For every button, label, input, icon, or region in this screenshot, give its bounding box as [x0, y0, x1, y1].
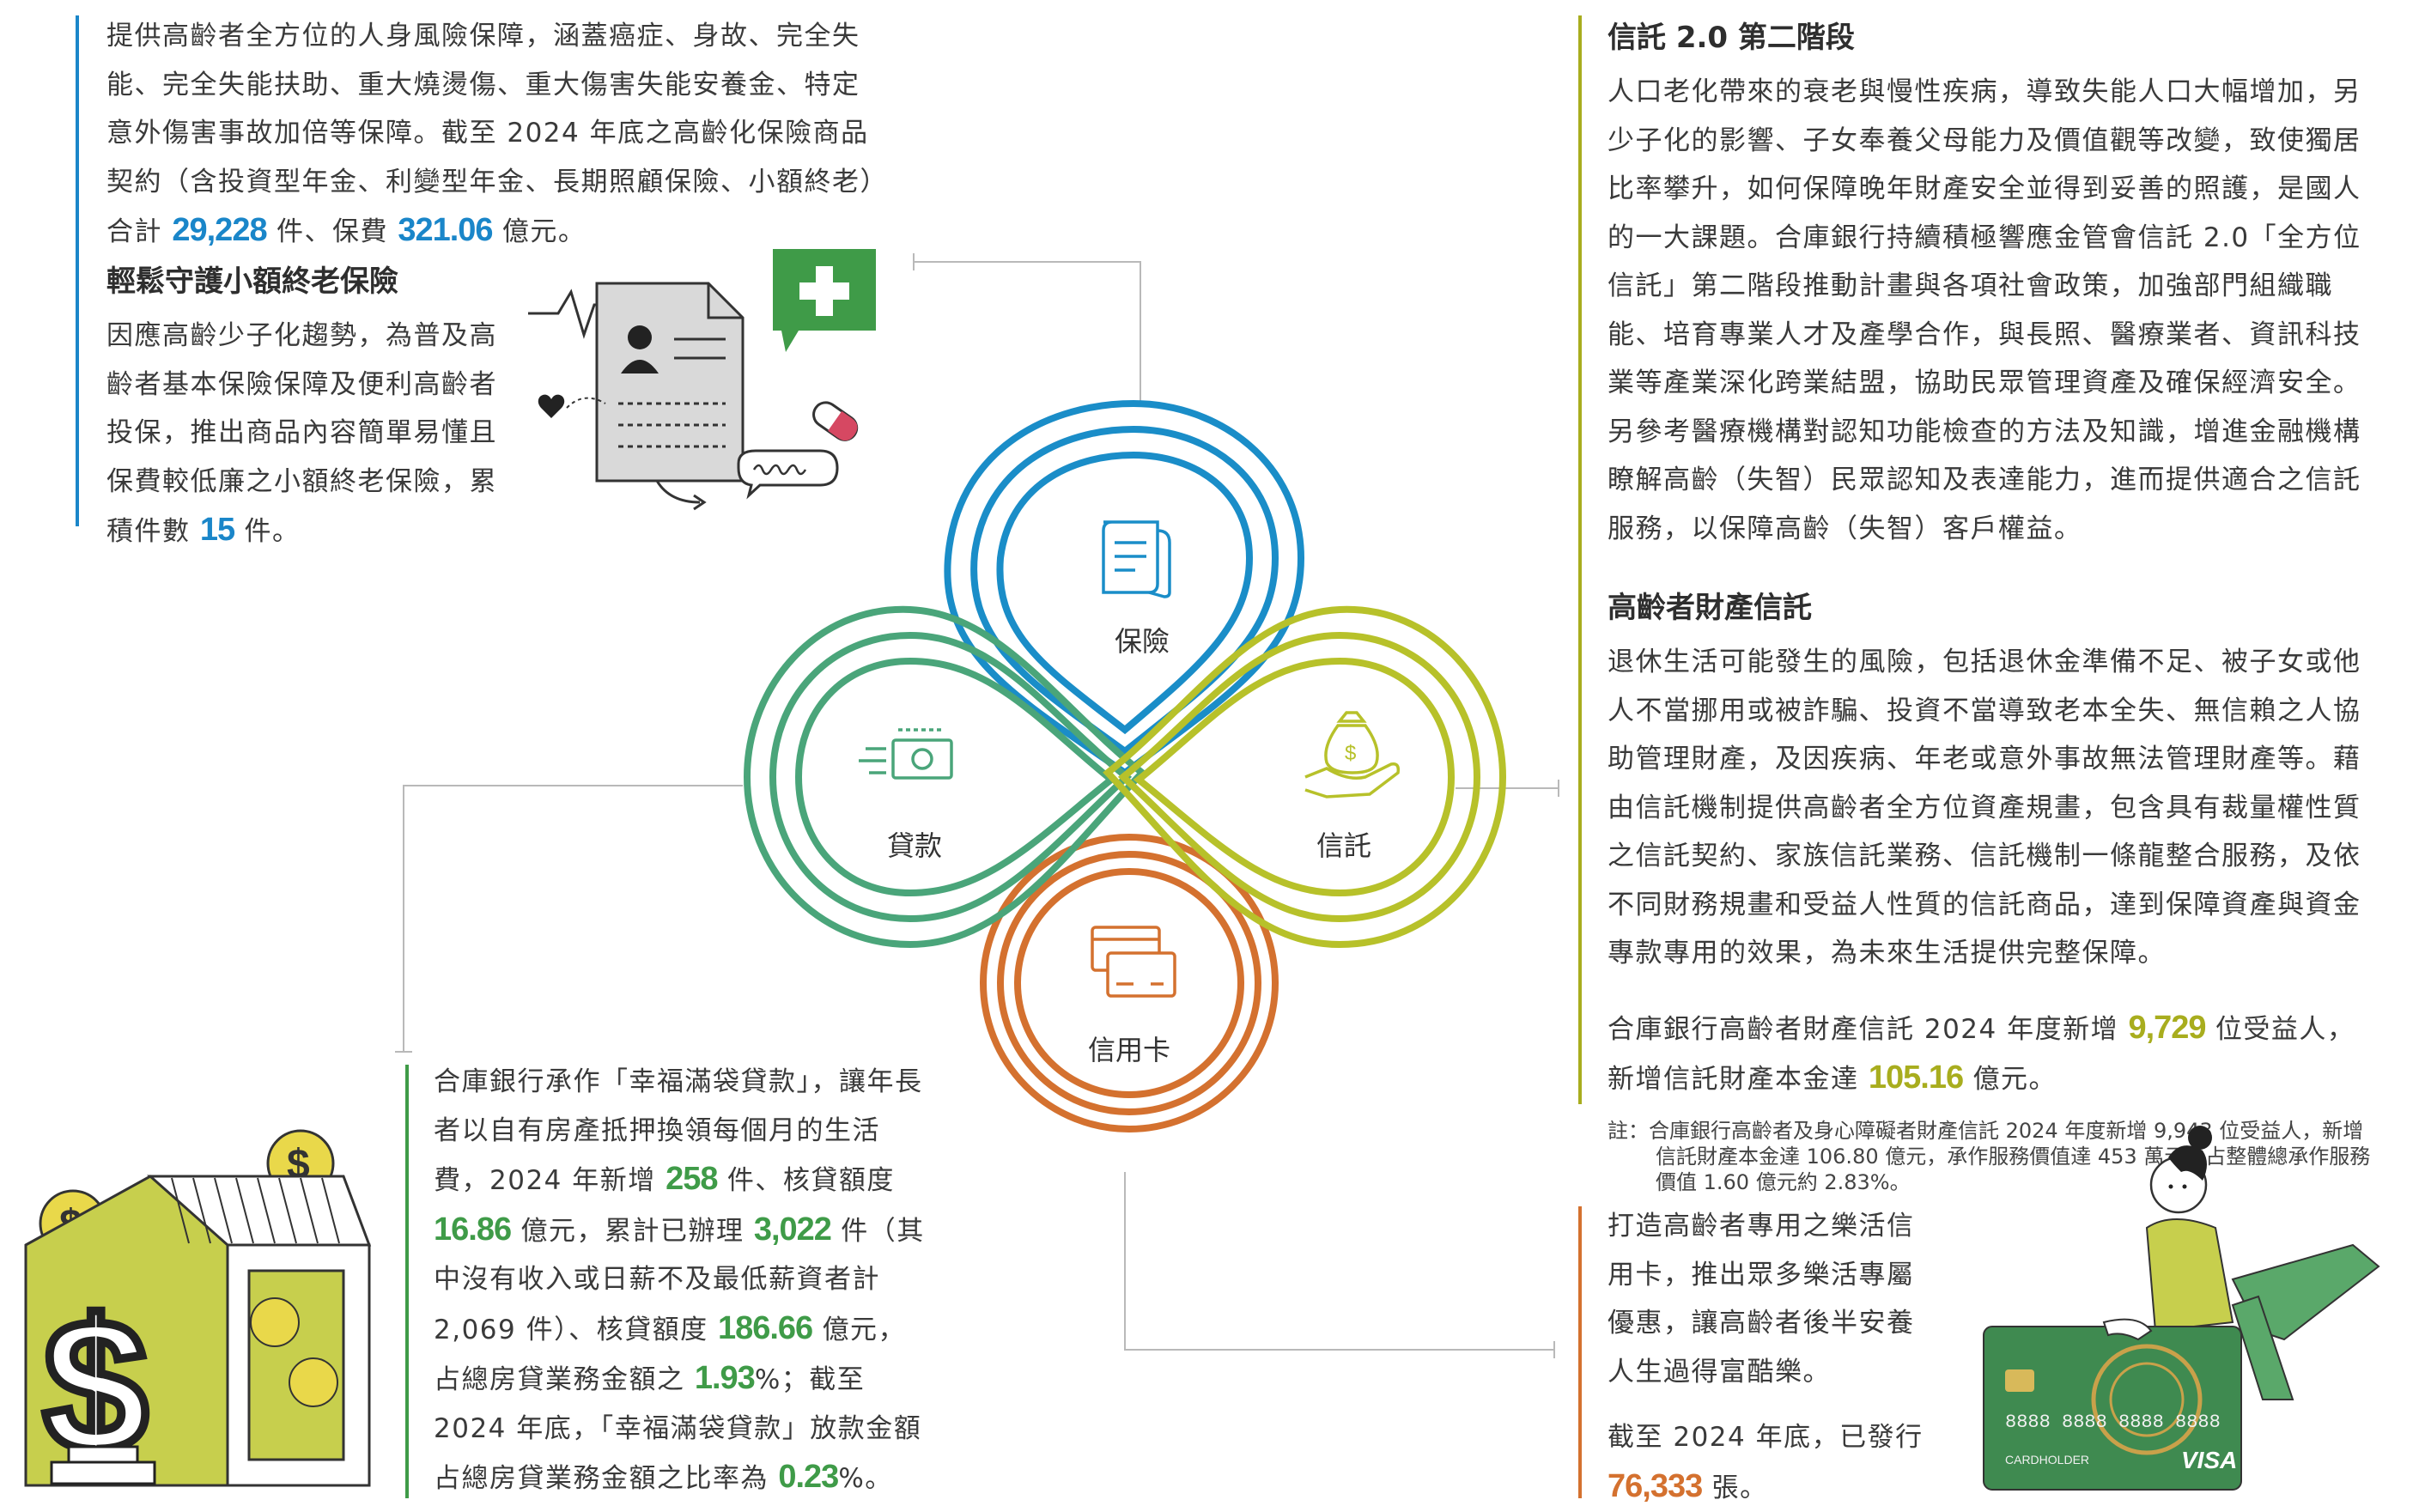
loan-new-amount: 16.86: [434, 1211, 512, 1248]
insurance-illustration: [528, 249, 876, 511]
loan-new-cases: 258: [666, 1161, 718, 1197]
insurance-contracts-value: 29,228: [172, 212, 267, 248]
card-brand: VISA: [2181, 1447, 2237, 1473]
label-trust: 信託: [1316, 829, 1371, 862]
loan-loop: [743, 605, 1147, 949]
label-loan: 貸款: [886, 829, 942, 862]
loan-ratio-1: 1.93: [694, 1360, 756, 1396]
svg-text:$: $: [1345, 742, 1356, 765]
four-loop-diagram: $: [743, 399, 1507, 1132]
heart-icon: [538, 394, 565, 418]
card-holder: CARDHOLDER: [2005, 1453, 2089, 1466]
dollar-house-icon: $ $ $ $: [24, 1129, 372, 1496]
insurance-section: 提供高齡者全方位的人身風險保障，涵蓋癌症、身故、完全失能、完全失能扶助、重大燒燙…: [106, 12, 879, 257]
trust-summary: 合庫銀行高齡者財產信託 2024 年度新增 9,729 位受益人，新增信託財產本…: [1608, 1009, 2355, 1096]
insurance-loop: [944, 399, 1305, 777]
credit-card-image: 8888 8888 8888 8888 CARDHOLDER VISA: [1983, 1326, 2242, 1491]
loan-accent-bar: [405, 1065, 409, 1498]
loan-ratio-2: 0.23: [778, 1459, 839, 1495]
loan-section: 合庫銀行承作「幸福滿袋貸款」，讓年長者以自有房產抵押換領每個月的生活費，2024…: [434, 1058, 932, 1503]
micro-insurance-section: 輕鬆守護小額終老保險 因應高齡少子化趨勢，為普及高齡者基本保險保障及便利高齡者投…: [106, 258, 519, 556]
chat-bubble-icon: [737, 449, 839, 500]
insurance-accent-bar: [76, 15, 79, 526]
trust-2-heading: 信託 2.0 第二階段: [1608, 21, 1855, 55]
person-illustration: 8888 8888 8888 8888 CARDHOLDER VISA: [1983, 1126, 2380, 1491]
money-bag-hand-icon: $: [1304, 711, 1401, 799]
card-paragraph: 打造高齡者專用之樂活信用卡，推出眾多樂活專屬優惠，讓高齡者後半安養人生過得富酷樂…: [1608, 1211, 1915, 1388]
money-bill-icon: [859, 728, 953, 780]
elder-trust-heading: 高齡者財產信託: [1608, 591, 1812, 625]
trust-footnote: 註：合庫銀行高齡者及身心障礙者財產信託 2024 年度新增 9,943 位受益人…: [1608, 1118, 2371, 1194]
elder-trust-paragraph: 退休生活可能發生的風險，包括退休金準備不足、被子女或他人不當挪用或被詐騙、投資不…: [1608, 647, 2361, 969]
trust-2-paragraph: 人口老化帶來的衰老與慢性疾病，導致失能人口大幅增加，另少子化的影響、子女奉養父母…: [1608, 76, 2361, 544]
micro-insurance-paragraph: 因應高齡少子化趨勢，為普及高齡者基本保險保障及便利高齡者投保，推出商品內容簡單易…: [106, 320, 497, 548]
loan-paragraph: 合庫銀行承作「幸福滿袋貸款」，讓年長者以自有房產抵押換領每個月的生活費，2024…: [434, 1066, 925, 1495]
insurance-paragraph: 提供高齡者全方位的人身風險保障，涵蓋癌症、身故、完全失能、完全失能扶助、重大燒燙…: [106, 21, 875, 248]
card-issued-value: 76,333: [1608, 1467, 1703, 1504]
medical-cross-icon: [773, 249, 876, 352]
scroll-icon: [1102, 520, 1171, 598]
trust-loop: [1103, 605, 1507, 949]
card-accent-bar: [1578, 1206, 1582, 1498]
credit-card-loop: [980, 834, 1279, 1132]
loan-total-amount: 186.66: [717, 1309, 813, 1346]
loan-total-cases: 3,022: [753, 1211, 832, 1248]
card-issued: 截至 2024 年底，已發行 76,333 張。: [1608, 1422, 1924, 1504]
card-number: 8888 8888 8888 8888: [2005, 1412, 2221, 1433]
trust-beneficiaries-value: 9,729: [2128, 1009, 2206, 1046]
document-icon: [595, 282, 745, 483]
label-insurance: 保險: [1114, 625, 1170, 658]
trust-principal-value: 105.16: [1868, 1060, 1964, 1096]
insurance-premium-value: 321.06: [398, 212, 493, 248]
card-section: 打造高齡者專用之樂活信用卡，推出眾多樂活專屬優惠，讓高齡者後半安養人生過得富酷樂…: [1608, 1202, 1934, 1512]
pill-icon: [812, 401, 859, 441]
trust-section: 信託 2.0 第二階段 人口老化帶來的衰老與慢性疾病，導致失能人口大幅增加，另少…: [1608, 14, 2380, 1195]
label-credit-card: 信用卡: [1087, 1034, 1170, 1066]
trust-accent-bar: [1578, 15, 1582, 1104]
micro-insurance-count: 15: [199, 512, 235, 548]
micro-insurance-heading: 輕鬆守護小額終老保險: [106, 264, 398, 299]
credit-cards-icon: [1091, 926, 1176, 998]
